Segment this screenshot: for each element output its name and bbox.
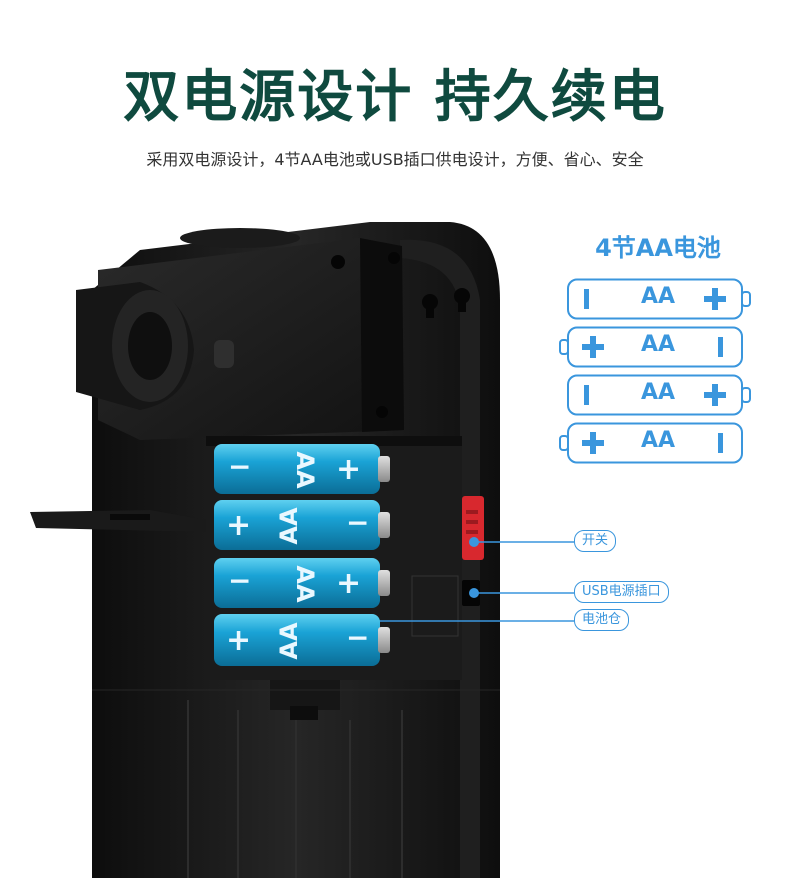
battery-outline-icon — [567, 278, 751, 320]
page-title: 双电源设计 持久续电 — [123, 65, 667, 130]
battery-icon-3: AA — [558, 374, 758, 416]
battery-outline-icon — [567, 374, 751, 416]
product-battery-3: − + AA — [214, 558, 390, 608]
product-battery-label: AA — [291, 451, 319, 489]
battery-icon-label: AA — [640, 332, 676, 357]
svg-text:−: − — [346, 506, 369, 539]
battery-icon-label: AA — [640, 380, 676, 405]
battery-outline-icon — [559, 422, 743, 464]
battery-outline-icon — [559, 326, 743, 368]
product-battery-1: − + AA — [214, 444, 390, 494]
svg-text:−: − — [228, 450, 251, 483]
callout-usb-port: USB电源插口 — [574, 581, 669, 603]
product-battery-label: AA — [275, 507, 303, 545]
product-battery-2: + − AA — [214, 500, 390, 550]
battery-panel-title: 4节AA电池 — [595, 234, 721, 262]
battery-icon-label: AA — [640, 428, 676, 453]
svg-text:+: + — [226, 508, 251, 543]
battery-icon-4: AA — [558, 422, 758, 464]
svg-text:−: − — [228, 564, 251, 597]
callout-battery-compartment: 电池仓 — [574, 609, 630, 631]
svg-text:+: + — [336, 452, 361, 487]
callout-switch: 开关 — [574, 530, 617, 552]
svg-text:+: + — [226, 623, 251, 658]
product-battery-label: AA — [275, 622, 303, 660]
page-subtitle: 采用双电源设计，4节AA电池或USB插口供电设计，方便、省心、安全 — [146, 150, 644, 169]
battery-icon-1: AA — [558, 278, 758, 320]
product-battery-label: AA — [291, 565, 319, 603]
product-battery-4: + − AA — [214, 614, 390, 666]
svg-text:+: + — [336, 566, 361, 601]
battery-icon-label: AA — [640, 284, 676, 309]
svg-text:−: − — [346, 621, 369, 654]
battery-icon-2: AA — [558, 326, 758, 368]
